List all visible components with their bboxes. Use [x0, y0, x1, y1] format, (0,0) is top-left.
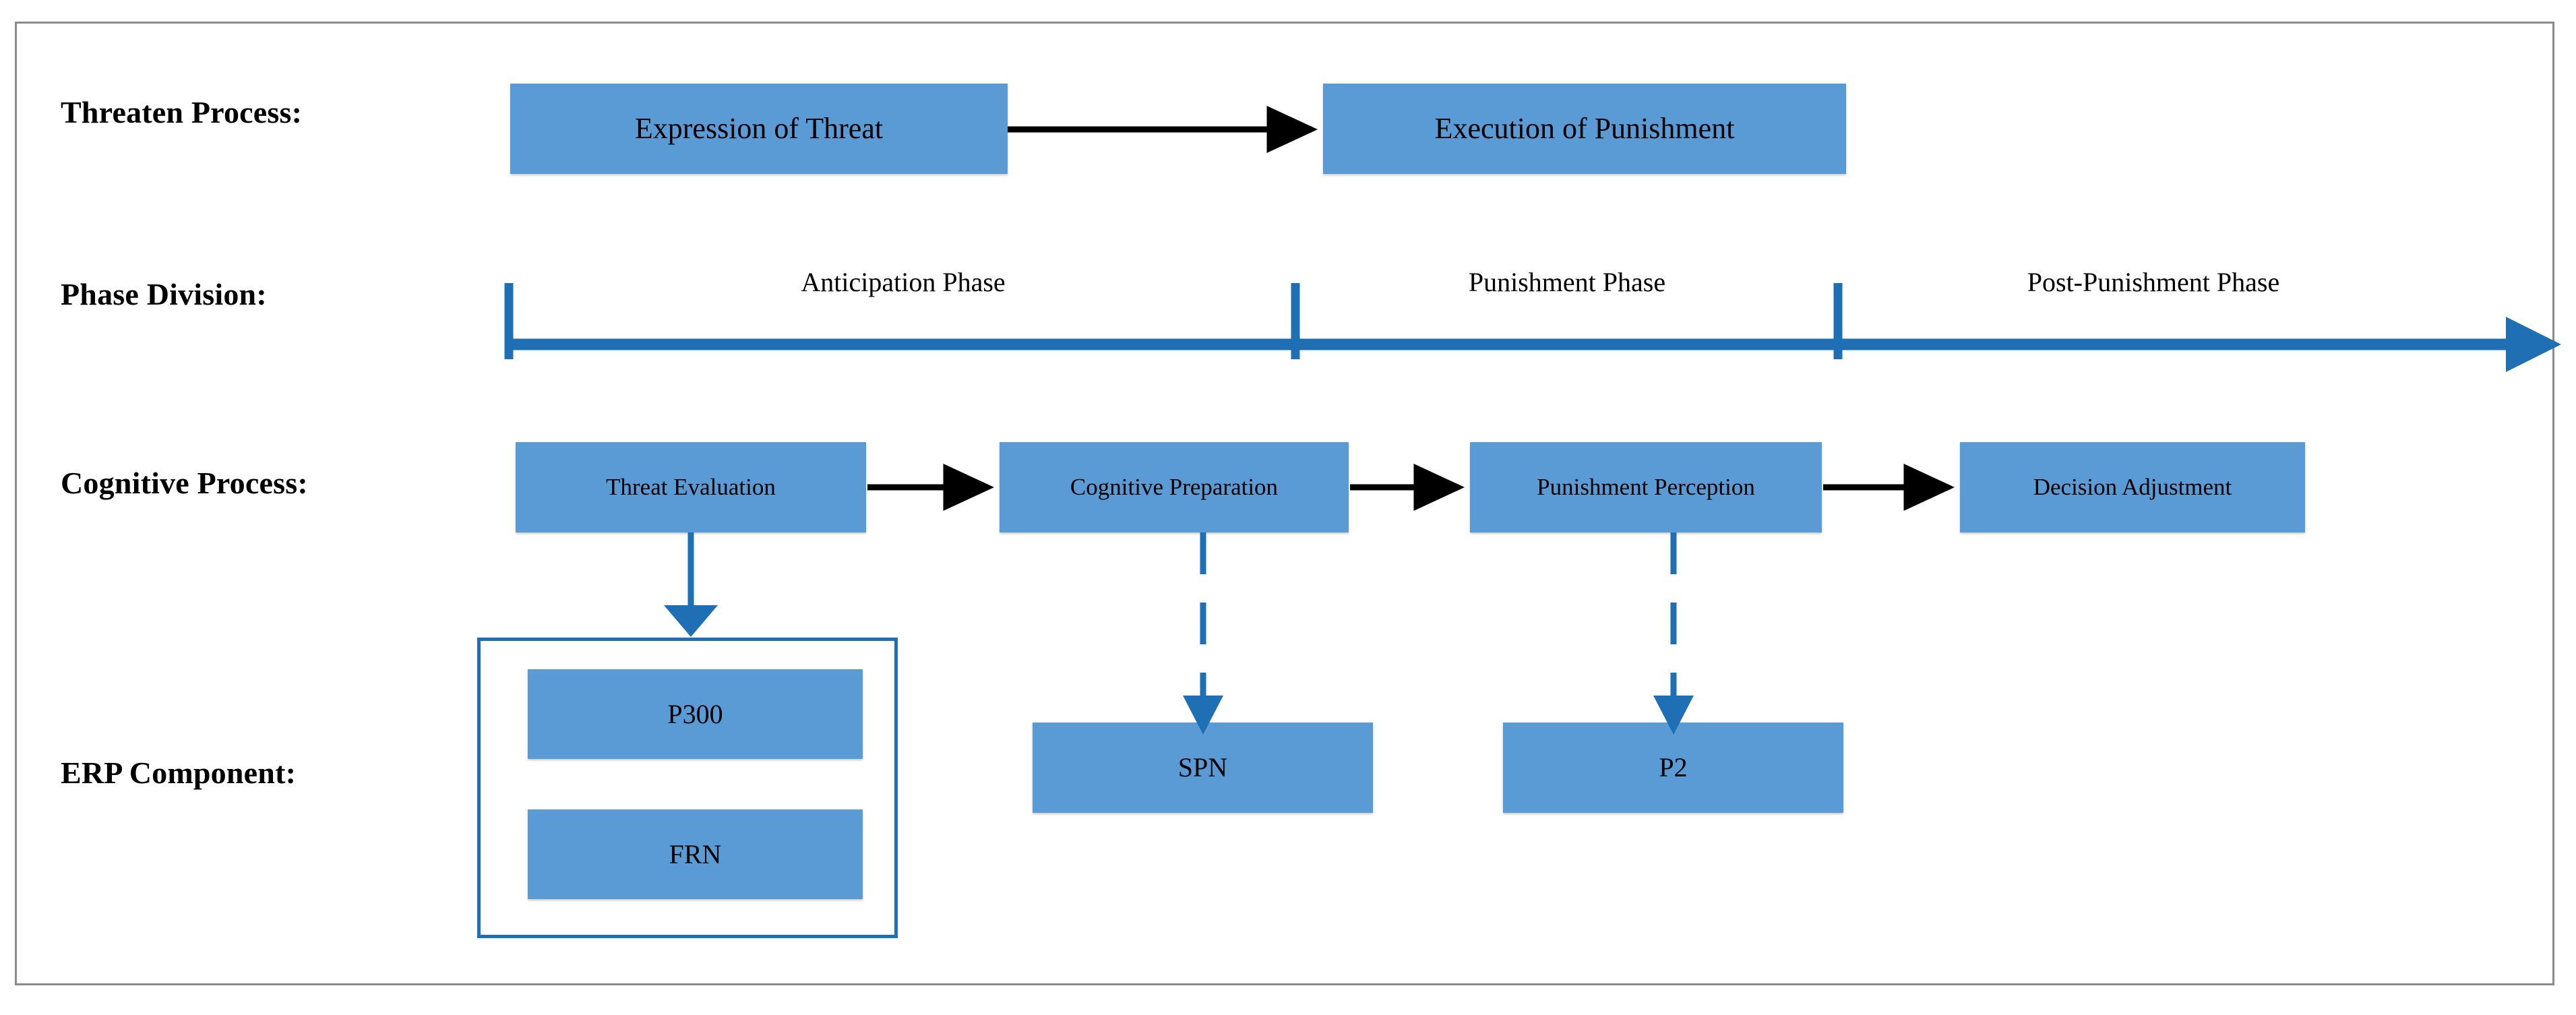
- node-p300[interactable]: P300: [528, 669, 863, 759]
- row-label-threaten-process: Threaten Process:: [61, 95, 303, 129]
- node-execution-of-punishment[interactable]: Execution of Punishment: [1323, 84, 1846, 174]
- node-label: SPN: [1177, 752, 1228, 782]
- row-label-erp-component: ERP Component:: [61, 756, 297, 790]
- node-label: P300: [667, 698, 723, 729]
- node-punishment-perception[interactable]: Punishment Perception: [1470, 442, 1822, 532]
- node-label: Cognitive Preparation: [1070, 473, 1279, 500]
- node-threat-evaluation[interactable]: Threat Evaluation: [516, 442, 866, 532]
- node-decision-adjustment[interactable]: Decision Adjustment: [1960, 442, 2305, 532]
- phase-label-post-punishment: Post-Punishment Phase: [2027, 267, 2280, 297]
- node-cognitive-preparation[interactable]: Cognitive Preparation: [1000, 442, 1349, 532]
- node-label: P2: [1659, 752, 1688, 782]
- phase-label-anticipation: Anticipation Phase: [801, 267, 1006, 297]
- node-label: Punishment Perception: [1537, 473, 1755, 500]
- phase-label-punishment: Punishment Phase: [1468, 267, 1666, 297]
- node-label: Execution of Punishment: [1434, 111, 1735, 145]
- node-frn[interactable]: FRN: [528, 809, 863, 899]
- node-spn[interactable]: SPN: [1033, 722, 1373, 813]
- node-label: Expression of Threat: [634, 111, 884, 145]
- row-label-phase-division: Phase Division:: [61, 277, 267, 311]
- node-p2[interactable]: P2: [1503, 722, 1843, 813]
- row-label-cognitive-process: Cognitive Process:: [61, 466, 308, 500]
- node-label: FRN: [669, 838, 722, 869]
- node-expression-of-threat[interactable]: Expression of Threat: [510, 84, 1008, 174]
- node-label: Threat Evaluation: [606, 473, 776, 500]
- node-label: Decision Adjustment: [2033, 473, 2232, 500]
